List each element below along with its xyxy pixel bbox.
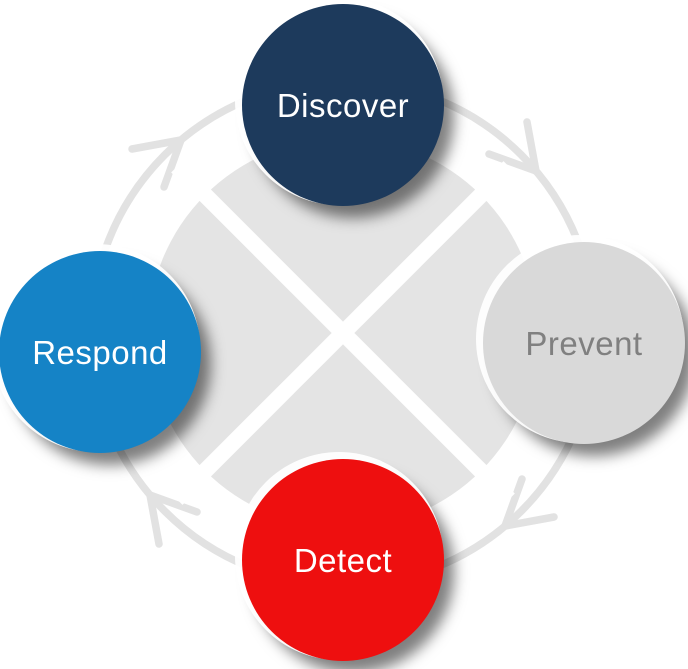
- arrowhead-northwest-icon: [128, 136, 185, 191]
- arrowhead-northeast-icon: [485, 118, 540, 175]
- node-prevent-label: Prevent: [525, 324, 643, 362]
- node-prevent: Prevent: [483, 242, 685, 444]
- node-detect-label: Detect: [293, 541, 393, 579]
- node-detect: Detect: [242, 459, 444, 661]
- node-respond-label: Respond: [32, 333, 168, 371]
- node-discover: Discover: [242, 4, 444, 206]
- node-respond: Respond: [0, 251, 201, 453]
- arrowhead-southwest-icon: [146, 491, 201, 548]
- arrowhead-southeast-icon: [501, 475, 558, 530]
- node-discover-label: Discover: [276, 86, 410, 124]
